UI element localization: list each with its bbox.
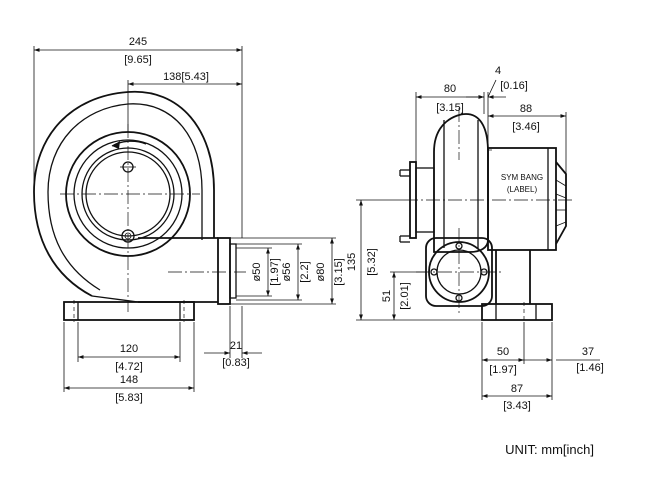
dim-outlet-mid-dia-mm: ø56 [281, 263, 293, 282]
front-base-plate [63, 301, 195, 321]
dim-base-outer-inch: [5.83] [115, 392, 143, 404]
dim-side-center-offset-inch: [1.97] [489, 364, 517, 376]
dim-center-to-outlet: 138[5.43] [163, 71, 209, 83]
dim-side-gap-inch: [0.16] [500, 80, 528, 92]
dim-side-foot-offset-inch: [1.46] [576, 362, 604, 374]
dim-side-housing-width-inch: [3.15] [436, 102, 464, 114]
dim-overall-width-inch: [9.65] [124, 54, 152, 66]
dim-side-center-offset-mm: 50 [497, 346, 509, 358]
dim-base-outer-mm: 148 [120, 374, 138, 386]
dim-side-gap-mm: 4 [495, 65, 501, 77]
dim-side-base-width-mm: 87 [511, 383, 523, 395]
dim-outlet-inner-dia-inch: [1.97] [269, 258, 281, 286]
front-volute-inner [47, 103, 203, 291]
dim-base-inner-mm: 120 [120, 343, 138, 355]
side-dimensions: 80 [3.15] 4 [0.16] 88 [3.46] 135 [5.32] … [346, 65, 604, 412]
dim-outlet-center-height-mm: 51 [381, 290, 393, 302]
dim-flange-thickness-inch: [0.83] [222, 357, 250, 369]
motor-label-line2: (LABEL) [507, 185, 538, 194]
dim-side-motor-length-mm: 88 [520, 103, 532, 115]
side-volute-body [433, 113, 489, 253]
dim-side-foot-offset-mm: 37 [582, 346, 594, 358]
dim-outlet-outer-dia-inch: [3.15] [333, 258, 345, 286]
dim-outlet-outer-dia-mm: ø80 [315, 263, 327, 282]
dim-outlet-center-height-inch: [2.01] [399, 282, 411, 310]
side-motor-housing [487, 147, 557, 251]
dim-side-motor-length-inch: [3.46] [512, 121, 540, 133]
motor-label-line1: SYM BANG [501, 173, 543, 182]
dim-side-housing-width-mm: 80 [444, 83, 456, 95]
side-view: SYM BANG (LABEL) [399, 108, 572, 322]
dim-flange-thickness-mm: 21 [230, 340, 242, 352]
dim-overall-height-mm: 135 [346, 253, 358, 271]
dim-outlet-mid-dia-inch: [2.2] [299, 261, 311, 282]
dim-base-inner-inch: [4.72] [115, 361, 143, 373]
dim-side-base-width-inch: [3.43] [503, 400, 531, 412]
front-volute-outer [33, 90, 215, 297]
front-dimensions: 245 [9.65] 138[5.43] 120 [4.72] 148 [5.8… [33, 36, 345, 404]
dim-overall-width-mm: 245 [129, 36, 147, 48]
dim-overall-height-inch: [5.32] [366, 248, 378, 276]
dim-outlet-inner-dia-mm: ø50 [251, 263, 263, 282]
side-base-plate [481, 303, 553, 321]
front-outlet-flange [217, 237, 231, 305]
front-view [33, 90, 246, 322]
unit-note: UNIT: mm[inch] [505, 442, 594, 457]
